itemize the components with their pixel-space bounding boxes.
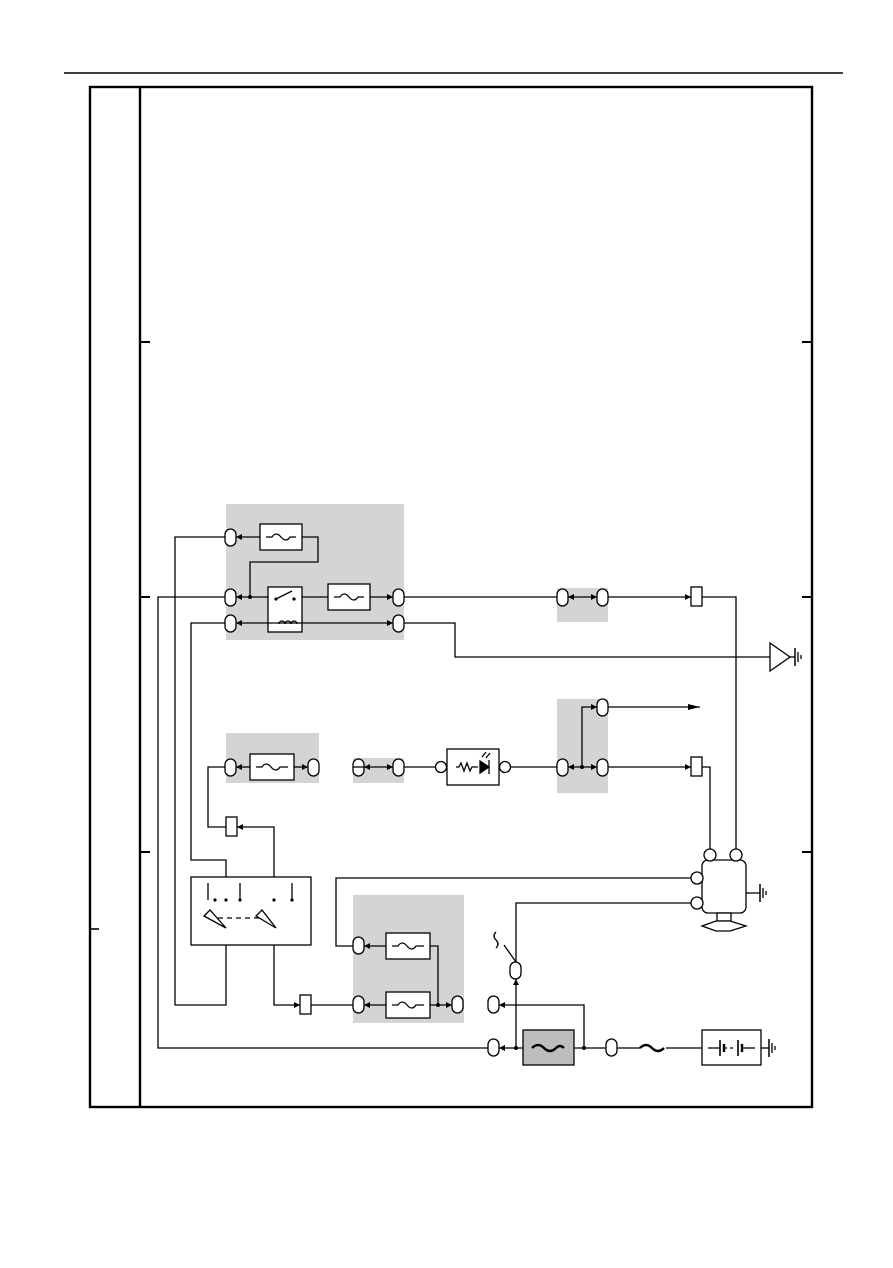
connector-icon (556, 758, 569, 777)
connector-icon (596, 758, 609, 777)
terminal-icon (299, 994, 312, 1015)
starter-motor-icon (690, 848, 767, 932)
terminal-icon (690, 586, 703, 607)
fusible-link-icon (639, 1043, 665, 1053)
relay-coil (278, 620, 298, 625)
power-source (522, 1029, 776, 1066)
connector-icon (392, 614, 405, 633)
terminal-icon (225, 816, 238, 837)
connector-icon (224, 758, 237, 777)
page-frame (64, 72, 843, 1109)
connector-icon (487, 1038, 500, 1057)
connector-icon (509, 961, 522, 980)
arrow-heads (236, 534, 700, 1051)
connector-icon (224, 528, 237, 547)
connector-icon (224, 614, 237, 633)
connector-icon (596, 698, 609, 717)
connector-icon (392, 588, 405, 607)
mid-row-components (249, 748, 512, 786)
terminal-icon (690, 756, 703, 777)
connector-icon (352, 995, 365, 1014)
connector-icon (596, 588, 609, 607)
ignition-switch-icon (190, 876, 312, 946)
connector-icon (487, 995, 500, 1014)
connector-icon (352, 936, 365, 955)
connector-icon (224, 588, 237, 607)
relay-block-shade (226, 504, 404, 640)
fuse-element (266, 533, 296, 541)
connector-icon (451, 995, 464, 1014)
splice-dots (248, 595, 586, 1050)
connector-icon (307, 758, 320, 777)
connector-icon (605, 1038, 618, 1057)
ground-icon (769, 641, 802, 673)
lower-fuse-block (385, 932, 431, 1019)
connector-icon (556, 588, 569, 607)
relay-icon (267, 586, 303, 633)
fusible-link-icon (522, 1029, 575, 1066)
connector-icon (392, 758, 405, 777)
